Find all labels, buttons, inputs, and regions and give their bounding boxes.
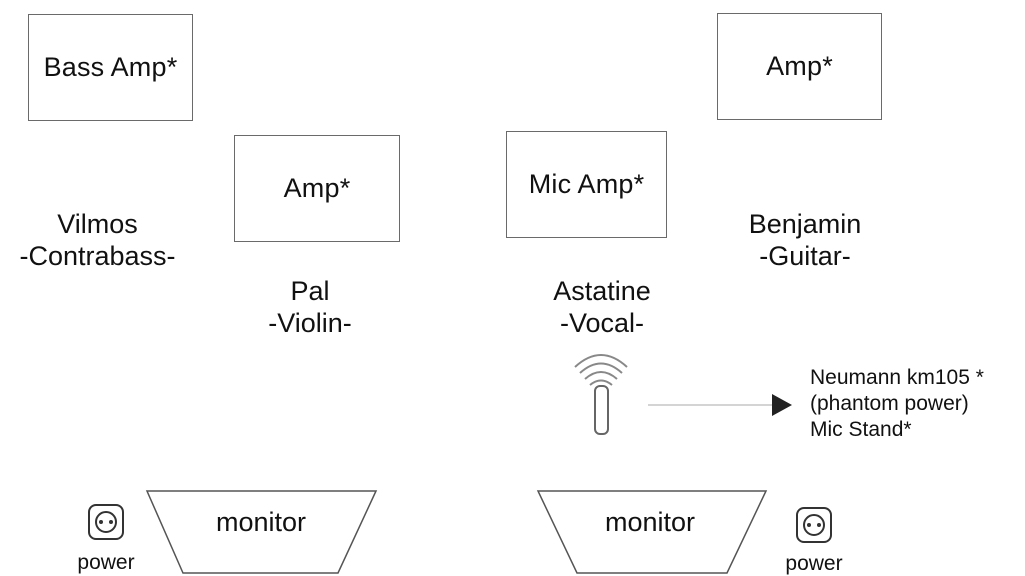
mic-model: Neumann km105 * <box>810 366 984 389</box>
mic-description: Neumann km105 * (phantom power) Mic Stan… <box>810 365 984 443</box>
musician-astatine: Astatine -Vocal- <box>522 275 682 339</box>
musician-instrument: -Guitar- <box>759 241 851 271</box>
power-right-label: power <box>785 552 843 575</box>
mic-power-note: (phantom power) <box>810 392 969 415</box>
mic-stand-note: Mic Stand* <box>810 418 912 441</box>
musician-pal: Pal -Violin- <box>230 275 390 339</box>
arrow-right-icon <box>648 394 792 416</box>
violin-amp-label: Amp* <box>283 173 351 203</box>
power-outlet-icon <box>88 504 124 540</box>
guitar-amp-box: Amp* <box>717 13 882 120</box>
monitor-left-label: monitor <box>215 507 307 537</box>
musician-instrument: -Vocal- <box>559 308 645 338</box>
bass-amp-box: Bass Amp* <box>28 14 193 121</box>
musician-name: Benjamin <box>748 209 862 239</box>
monitor-left-shape <box>145 490 378 574</box>
guitar-amp-label: Amp* <box>766 51 833 81</box>
monitor-right-label: monitor <box>604 507 696 537</box>
musician-vilmos: Vilmos -Contrabass- <box>0 208 195 272</box>
musician-name: Pal <box>290 276 330 306</box>
musician-name: Astatine <box>553 276 651 306</box>
musician-instrument: -Violin- <box>268 308 352 338</box>
violin-amp-box: Amp* <box>234 135 400 242</box>
power-left-label: power <box>77 551 135 574</box>
bass-amp-label: Bass Amp* <box>43 52 178 82</box>
power-outlet-icon <box>796 507 832 543</box>
mic-amp-box: Mic Amp* <box>506 131 667 238</box>
musician-instrument: -Contrabass- <box>19 241 176 271</box>
mic-amp-label: Mic Amp* <box>528 169 645 199</box>
microphone-icon <box>574 354 628 435</box>
musician-benjamin: Benjamin -Guitar- <box>725 208 885 272</box>
monitor-right-shape <box>536 490 768 574</box>
musician-name: Vilmos <box>57 209 138 239</box>
